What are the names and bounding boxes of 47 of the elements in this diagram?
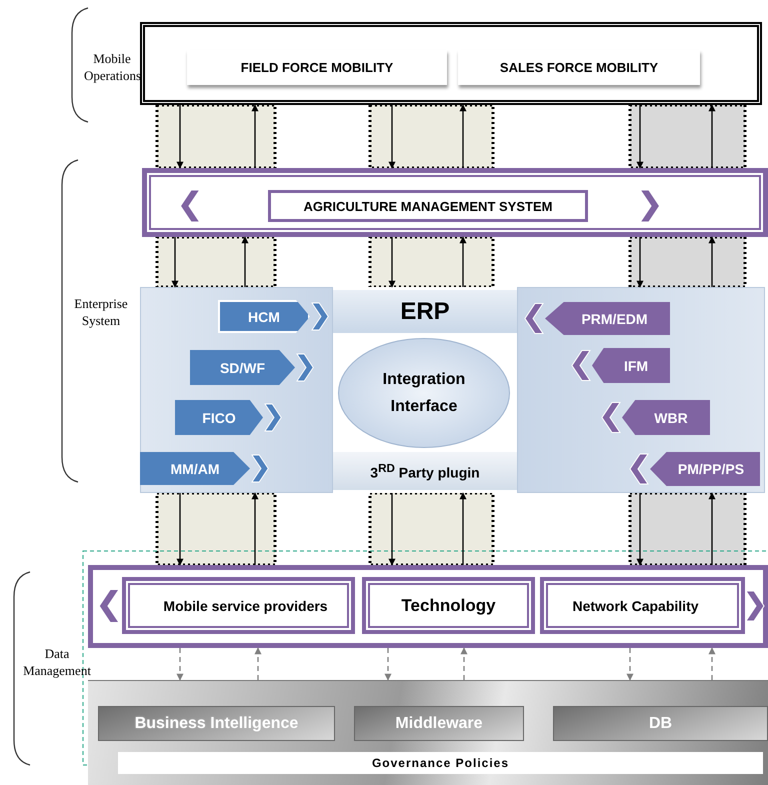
data-box: Business Intelligence xyxy=(98,706,335,741)
arrow xyxy=(636,105,644,169)
arrow xyxy=(388,237,396,288)
module-box: SALES FORCE MOBILITY xyxy=(458,50,700,85)
layer-box xyxy=(140,22,762,105)
arrow xyxy=(252,104,258,168)
service-box: Mobile service providers xyxy=(122,577,355,634)
plugin-band: 3$^{RD}$ Party plugin xyxy=(333,452,517,490)
interface-ellipse: Integration Interface xyxy=(338,338,510,448)
arrow xyxy=(176,105,184,169)
layer-label: Mobile Operations xyxy=(84,50,140,84)
layer-label: Data Management xyxy=(22,645,92,679)
arrow xyxy=(242,236,248,287)
module-box: FIELD FORCE MOBILITY xyxy=(187,50,447,85)
module-panel xyxy=(140,287,333,493)
data-layer xyxy=(88,680,768,785)
arrow xyxy=(708,236,716,287)
layer-box xyxy=(142,168,768,237)
dashed-arrow xyxy=(708,647,716,680)
arrow xyxy=(176,493,184,566)
erp-block xyxy=(140,287,765,493)
dashed-arrow xyxy=(384,648,392,681)
layer-box xyxy=(88,565,768,648)
erp-header: ERP xyxy=(333,290,517,333)
arrow xyxy=(460,104,466,168)
dashed-arrow xyxy=(176,648,184,681)
service-box: Network Capability xyxy=(540,577,745,634)
arrow xyxy=(708,492,716,565)
module-panel xyxy=(517,287,765,493)
dashed-arrow xyxy=(460,647,468,680)
system-banner: AGRICULTURE MANAGEMENT SYSTEM xyxy=(268,190,588,222)
data-box: DB xyxy=(553,706,768,741)
layer-label: Enterprise System xyxy=(73,295,129,329)
arrow xyxy=(388,105,396,169)
arrow xyxy=(460,492,466,565)
data-box: Middleware xyxy=(354,706,524,741)
arrow xyxy=(636,237,644,288)
arrow xyxy=(636,493,644,566)
arrow xyxy=(252,492,258,565)
arrow xyxy=(388,493,396,566)
policy-bar: Governance Policies xyxy=(118,752,763,774)
dashed-arrow xyxy=(254,647,262,680)
arrow xyxy=(172,237,178,288)
arrow xyxy=(460,236,466,287)
arrow xyxy=(708,104,716,168)
dashed-arrow xyxy=(626,648,634,681)
service-box: Technology xyxy=(362,577,535,634)
